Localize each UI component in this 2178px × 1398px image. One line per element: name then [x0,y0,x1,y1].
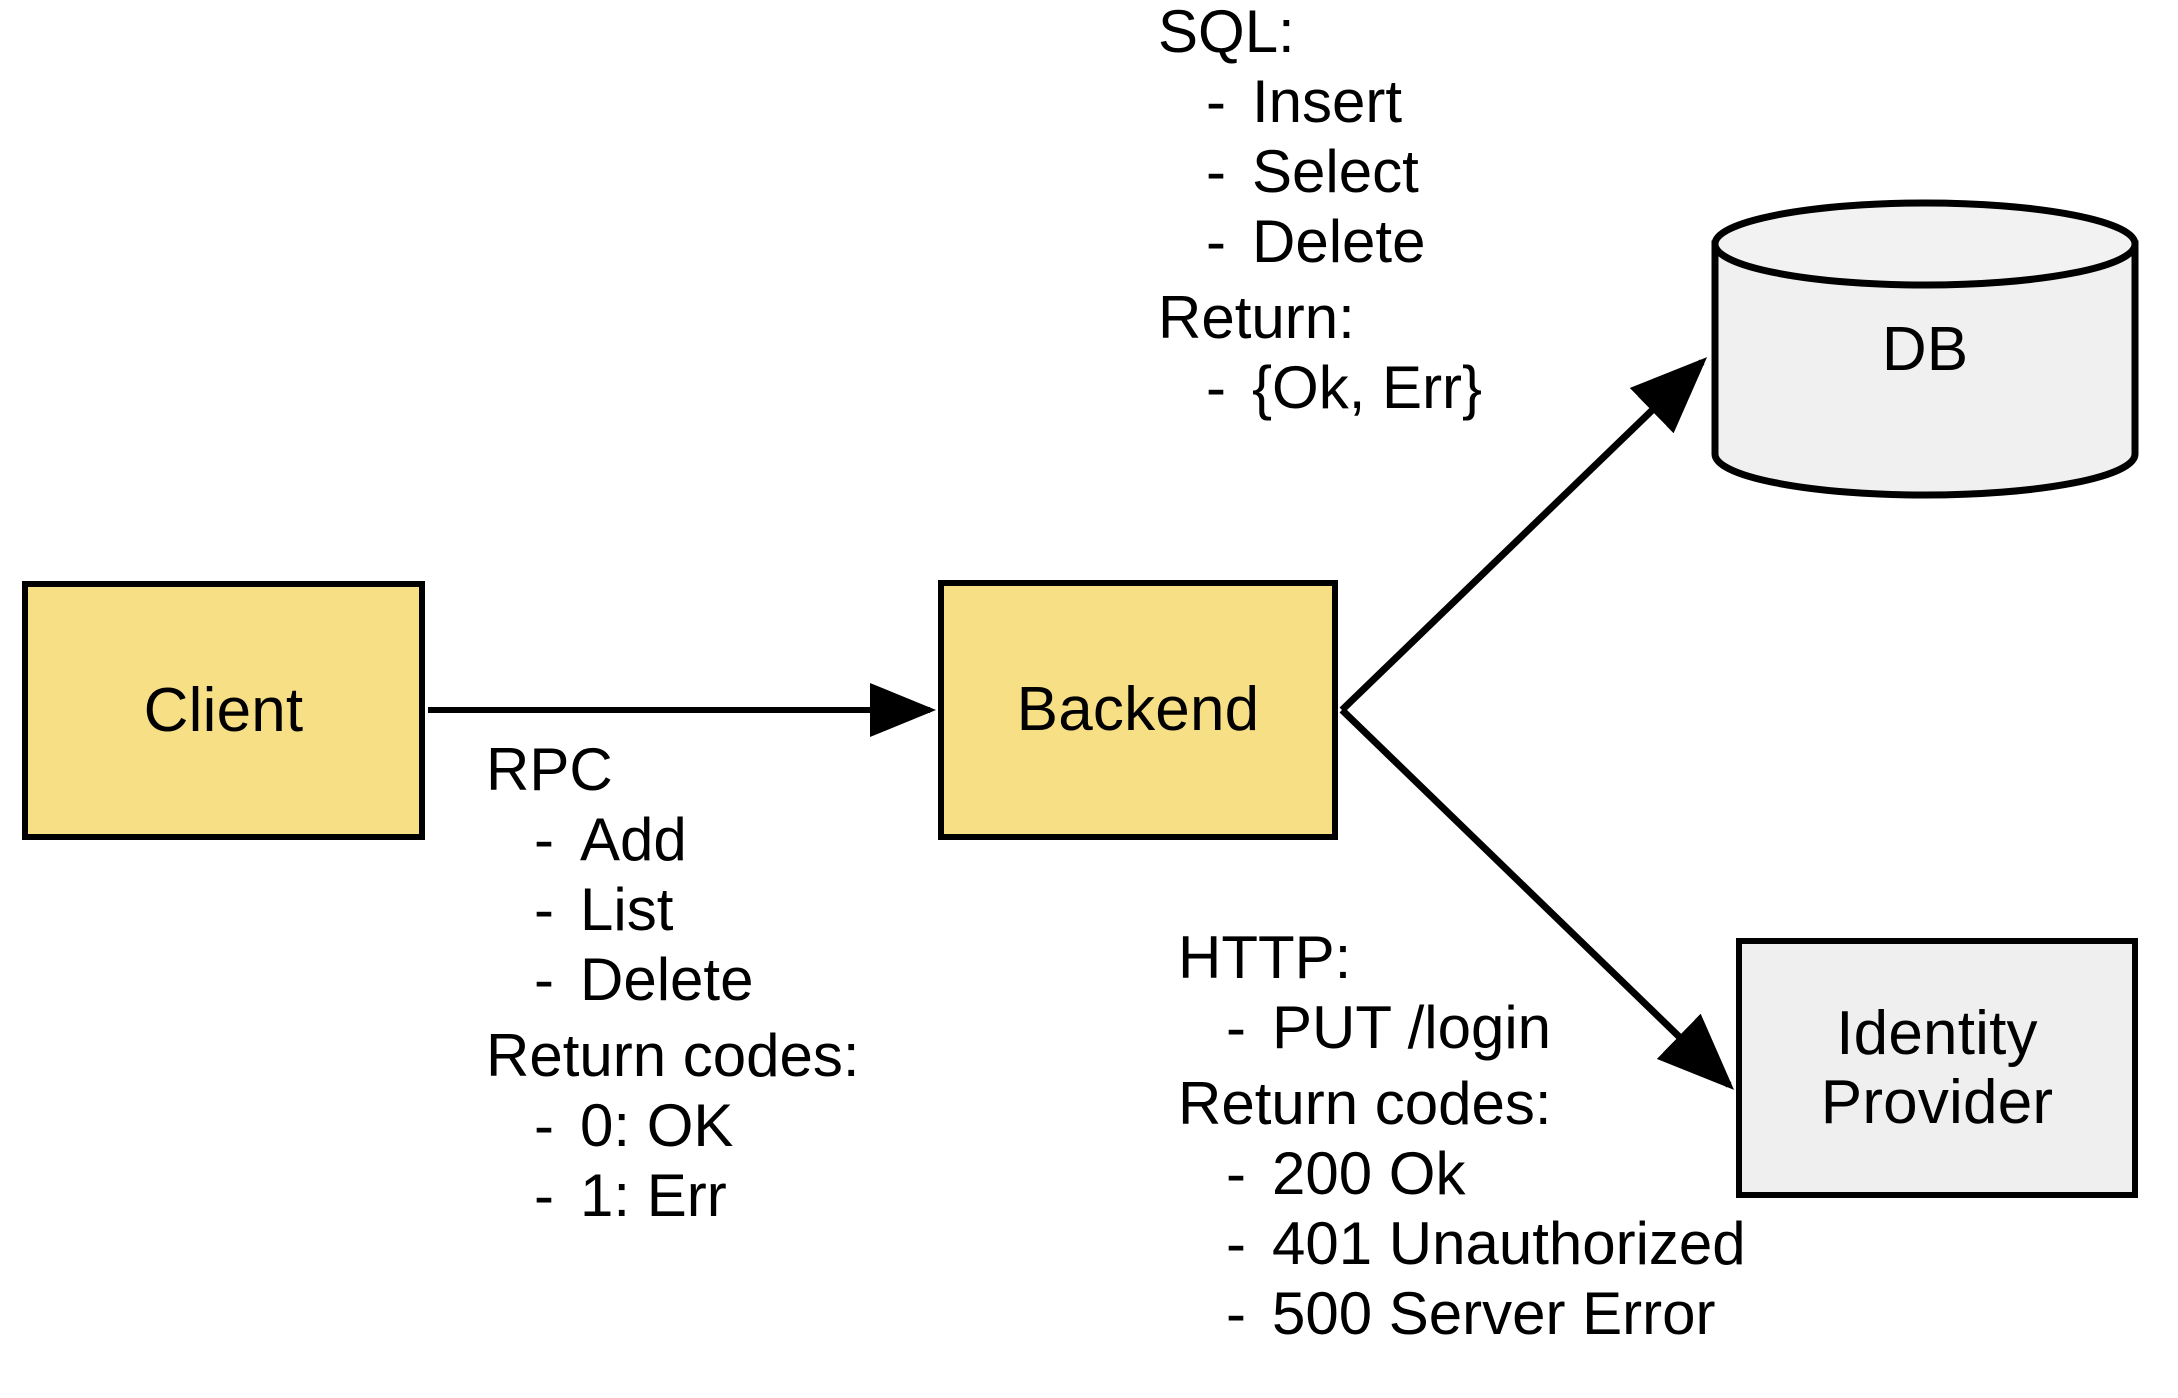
bullet-dash: - [534,876,554,943]
annotation-rpc-return-heading: Return codes: [486,1022,860,1089]
bullet-dash: - [1206,354,1226,421]
list-item: -401 Unauthorized [1178,1214,1746,1274]
list-item-label: Delete [580,946,754,1013]
list-item: -0: OK [486,1096,860,1156]
node-backend[interactable]: Backend [938,580,1338,840]
list-item: -{Ok, Err} [1158,358,1482,418]
bullet-dash: - [534,1092,554,1159]
annotation-sql-return-items: -{Ok, Err} [1158,358,1482,418]
bullet-dash: - [1226,1210,1246,1277]
list-item-label: Delete [1252,208,1426,275]
list-item-label: Select [1252,138,1419,205]
annotation-http-items: -PUT /login [1178,998,1746,1058]
node-identity-provider[interactable]: Identity Provider [1736,938,2138,1198]
annotation-http-heading: HTTP: [1178,924,1352,991]
annotation-sql-items: -Insert -Select -Delete [1158,72,1482,272]
list-item-label: Add [580,806,687,873]
node-backend-label: Backend [1016,675,1260,745]
list-item-label: 200 Ok [1272,1140,1466,1207]
list-item-label: {Ok, Err} [1252,354,1483,421]
annotation-sql-return-heading: Return: [1158,284,1355,351]
list-item-label: 0: OK [580,1092,734,1159]
list-item: -PUT /login [1178,998,1746,1058]
list-item: -Delete [486,950,860,1010]
bullet-dash: - [534,806,554,873]
annotation-http-return-heading: Return codes: [1178,1070,1552,1137]
list-item-label: 500 Server Error [1272,1280,1716,1347]
list-item: -Insert [1158,72,1482,132]
annotation-rpc-heading: RPC [486,736,613,803]
list-item: -Delete [1158,212,1482,272]
list-item: -200 Ok [1178,1144,1746,1204]
annotation-rpc-items: -Add -List -Delete [486,810,860,1010]
bullet-dash: - [534,946,554,1013]
bullet-dash: - [1226,1140,1246,1207]
node-identity-provider-label: Identity Provider [1820,998,2054,1137]
node-client[interactable]: Client [22,581,425,840]
list-item-label: List [580,876,674,943]
bullet-dash: - [1206,208,1226,275]
node-client-label: Client [143,675,304,745]
annotation-sql: SQL: -Insert -Select -Delete Return: -{O… [1158,2,1482,428]
annotation-sql-heading: SQL: [1158,0,1295,65]
list-item: -500 Server Error [1178,1284,1746,1344]
list-item: -Add [486,810,860,870]
bullet-dash: - [1206,68,1226,135]
bullet-dash: - [1226,994,1246,1061]
database-cylinder-icon [1711,199,2139,499]
list-item-label: 1: Err [580,1162,727,1229]
annotation-rpc-return-items: -0: OK -1: Err [486,1096,860,1226]
list-item: -Select [1158,142,1482,202]
list-item: -List [486,880,860,940]
annotation-http-return-items: -200 Ok -401 Unauthorized -500 Server Er… [1178,1144,1746,1344]
bullet-dash: - [1206,138,1226,205]
list-item-label: Insert [1252,68,1403,135]
bullet-dash: - [1226,1280,1246,1347]
bullet-dash: - [534,1162,554,1229]
node-db[interactable]: DB [1710,198,2140,500]
annotation-http: HTTP: -PUT /login Return codes: -200 Ok … [1178,928,1746,1354]
list-item-label: PUT /login [1272,994,1552,1061]
list-item: -1: Err [486,1166,860,1226]
annotation-rpc: RPC -Add -List -Delete Return codes: -0:… [486,740,860,1236]
list-item-label: 401 Unauthorized [1272,1210,1746,1277]
